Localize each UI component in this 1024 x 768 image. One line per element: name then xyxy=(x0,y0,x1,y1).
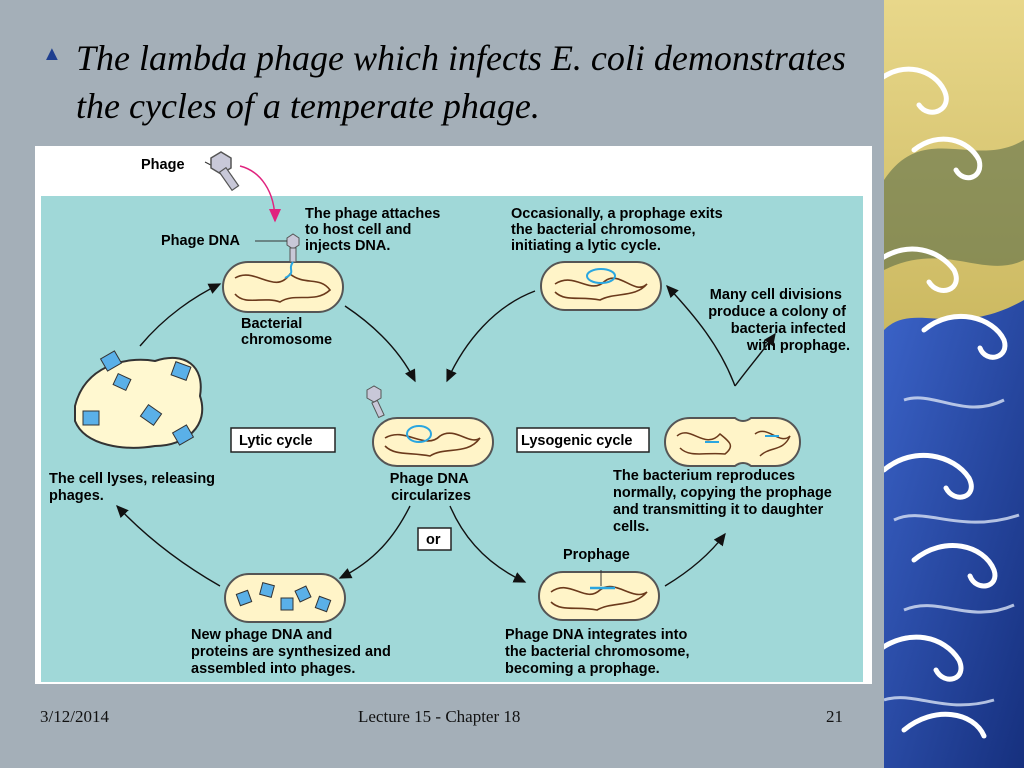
arrow-to-attach xyxy=(139,283,222,347)
bacterial-chromosome-line-2: chromosome xyxy=(241,332,332,348)
phage-dna-label: Phage DNA xyxy=(161,233,240,249)
arrow-to-prophage xyxy=(449,505,527,583)
attach-caption: The phage attaches to host cell and inje… xyxy=(305,206,444,254)
reproduces-caption-line-4: cells. xyxy=(613,519,649,535)
synthesized-caption-line-1: New phage DNA and xyxy=(191,627,332,643)
cell-synthesizing xyxy=(224,573,346,623)
phage-icon xyxy=(204,151,240,192)
bullet-icon: ▲ xyxy=(42,43,62,65)
divisions-caption: Many cell divisions produce a colony of … xyxy=(708,287,850,354)
integrates-caption-line-2: the bacterial chromosome, xyxy=(505,644,690,660)
or-box xyxy=(417,527,452,551)
arrow-to-circularize xyxy=(344,305,416,383)
lyses-caption-line-2: phages. xyxy=(49,488,104,504)
footer-date: 3/12/2014 xyxy=(40,707,109,726)
reproduces-caption-line-3: and transmitting it to daughter xyxy=(613,502,824,518)
slide-number: 21 xyxy=(826,707,843,726)
divisions-caption-line-2: produce a colony of xyxy=(708,304,846,320)
attach-caption-line-3: injects DNA. xyxy=(305,238,390,254)
divisions-caption-line-3: bacteria infected xyxy=(731,321,846,337)
attach-caption-line-1: The phage attaches xyxy=(305,206,440,222)
exit-caption-line-1: Occasionally, a prophage exits xyxy=(511,206,723,222)
lytic-cycle-box xyxy=(230,427,336,453)
attach-caption-line-2: to host cell and xyxy=(305,222,411,238)
exit-caption: Occasionally, a prophage exits the bacte… xyxy=(511,206,727,254)
lysogenic-cycle-box xyxy=(516,427,650,453)
integrates-caption: Phage DNA integrates into the bacterial … xyxy=(505,627,694,677)
infection-arrow xyxy=(239,165,281,223)
arrow-divide-to-exit xyxy=(666,284,736,387)
synthesized-caption-line-3: assembled into phages. xyxy=(191,661,355,677)
or-label: or xyxy=(426,532,441,548)
synthesized-caption: New phage DNA and proteins are synthesiz… xyxy=(191,627,395,677)
arrow-exit-to-center xyxy=(446,290,536,383)
lytic-cycle-label: Lytic cycle xyxy=(239,433,313,449)
bacterial-chromosome-line-1: Bacterial xyxy=(241,316,302,332)
integrates-caption-line-3: becoming a prophage. xyxy=(505,661,660,677)
exit-caption-line-3: initiating a lytic cycle. xyxy=(511,238,661,254)
cell-prophage xyxy=(538,570,660,621)
exit-caption-line-2: the bacterial chromosome, xyxy=(511,222,696,238)
cell-circularizes xyxy=(366,385,494,467)
lyses-caption: The cell lyses, releasing phages. xyxy=(49,471,219,504)
cell-attachment xyxy=(222,233,344,313)
phage-label: Phage xyxy=(141,157,185,173)
arrow-to-reproduce xyxy=(664,532,726,587)
divisions-caption-line-1: Many cell divisions xyxy=(710,287,842,303)
lysed-cell xyxy=(74,350,204,449)
synthesized-caption-line-2: proteins are synthesized and xyxy=(191,644,391,660)
cell-dividing xyxy=(663,417,802,467)
cell-prophage-exit xyxy=(540,261,662,311)
arrow-up-divisions xyxy=(734,332,776,387)
circularizes-caption-line-1: Phage DNA xyxy=(390,471,469,487)
circularizes-caption-line-2: circularizes xyxy=(391,488,471,504)
lysogenic-cycle-label: Lysogenic cycle xyxy=(521,433,633,449)
reproduces-caption: The bacterium reproduces normally, copyi… xyxy=(613,468,836,535)
reproduces-caption-line-1: The bacterium reproduces xyxy=(613,468,795,484)
lyses-caption-line-1: The cell lyses, releasing xyxy=(49,471,215,487)
lambda-phage-diagram: Phage Phage DNA The phage attaches to ho… xyxy=(35,146,872,684)
decorative-wave-panel xyxy=(884,0,1024,768)
circularizes-caption: Phage DNA circularizes xyxy=(390,471,472,504)
arrow-to-synthesis xyxy=(338,505,411,579)
bacterial-chromosome-label: Bacterial chromosome xyxy=(241,316,332,348)
slide-title: The lambda phage which infects E. coli d… xyxy=(76,38,846,126)
cycle-arrows xyxy=(116,283,776,587)
arrow-to-lysis xyxy=(116,504,221,587)
reproduces-caption-line-2: normally, copying the prophage xyxy=(613,485,832,501)
prophage-label: Prophage xyxy=(563,547,630,563)
integrates-caption-line-1: Phage DNA integrates into xyxy=(505,627,687,643)
footer-title: Lecture 15 - Chapter 18 xyxy=(358,707,521,726)
